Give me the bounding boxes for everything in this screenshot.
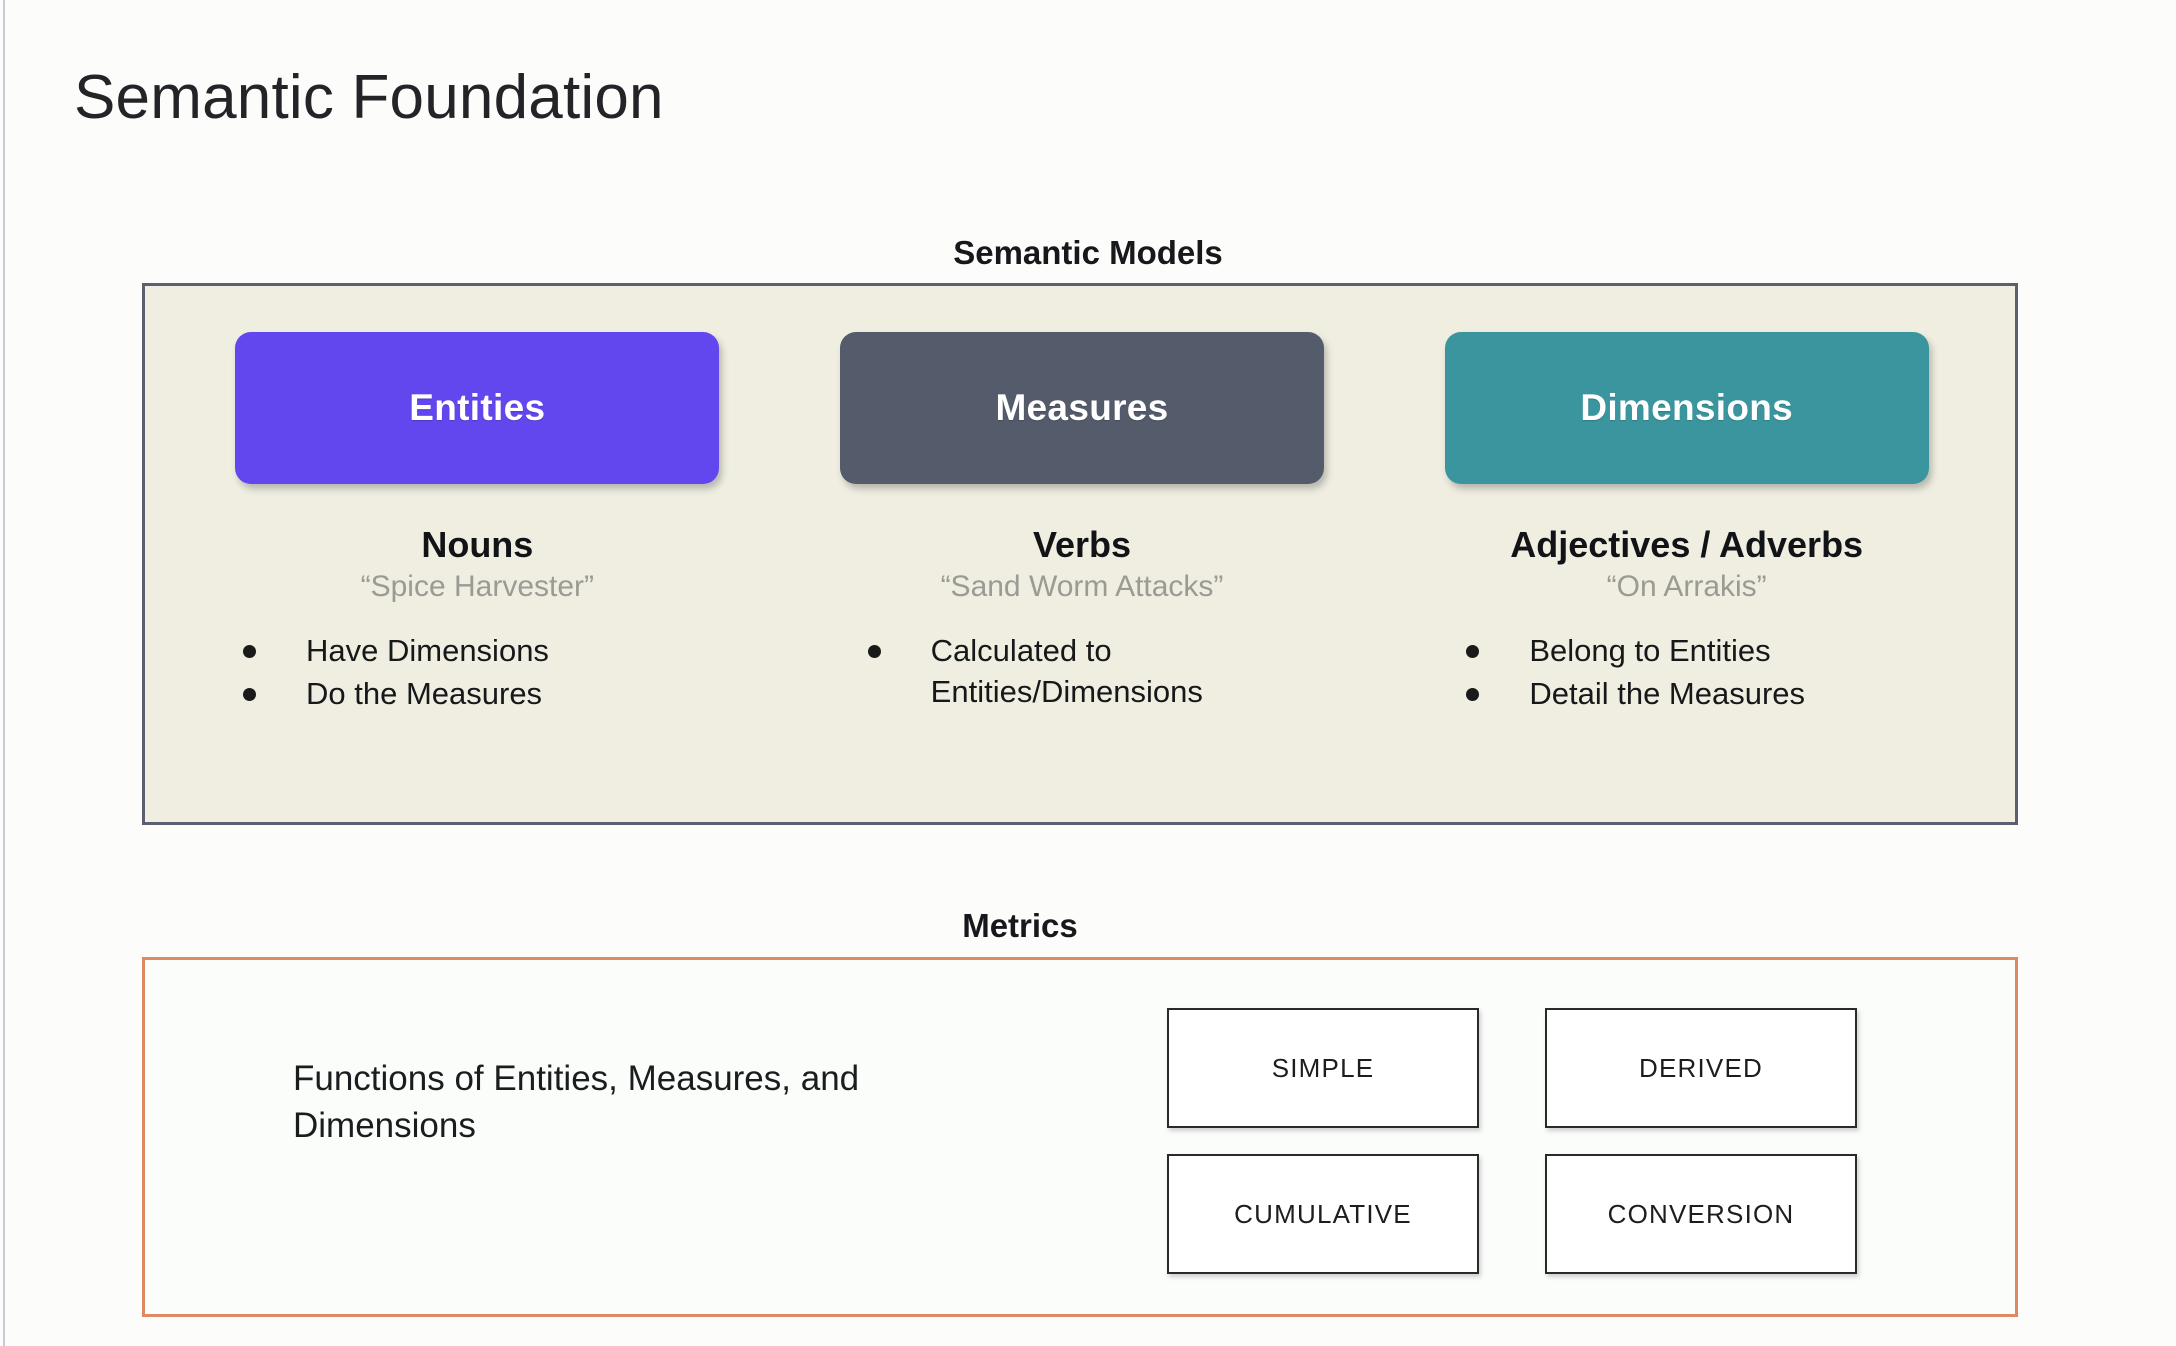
left-edge-rule (3, 0, 5, 1346)
entities-card-label: Entities (409, 387, 546, 428)
bullet-dot-icon (243, 687, 256, 701)
semantic-model-column-measures: Measures Verbs “Sand Worm Attacks” Calcu… (784, 286, 1381, 822)
entities-card[interactable]: Entities (235, 332, 720, 484)
measures-bullet-list: Calculated to Entities/Dimensions (800, 631, 1365, 715)
metrics-description: Functions of Entities, Measures, and Dim… (293, 1059, 860, 1145)
metric-type-derived[interactable]: DERIVED (1545, 1008, 1857, 1128)
page-title: Semantic Foundation (74, 63, 664, 132)
list-item: Do the Measures (243, 674, 760, 715)
metric-type-conversion[interactable]: CONVERSION (1545, 1154, 1857, 1274)
dimensions-bullet-2: Detail the Measures (1529, 675, 1806, 711)
semantic-models-panel: Entities Nouns “Spice Harvester” Have Di… (142, 283, 2018, 825)
measures-bullet-1: Calculated to Entities/Dimensions (930, 632, 1203, 709)
list-item: Belong to Entities (1466, 631, 1969, 672)
list-item: Have Dimensions (243, 631, 760, 672)
bullet-dot-icon (243, 644, 256, 658)
metric-type-simple-label: SIMPLE (1271, 1052, 1375, 1083)
dimensions-bullet-list: Belong to Entities Detail the Measures (1404, 631, 1969, 717)
metrics-type-grid: SIMPLE DERIVED CUMULATIVE CONVERSION (1167, 1008, 1857, 1274)
metric-type-derived-label: DERIVED (1639, 1052, 1763, 1083)
measures-card-label: Measures (995, 387, 1169, 428)
metric-type-conversion-label: CONVERSION (1607, 1198, 1795, 1229)
semantic-model-column-entities: Entities Nouns “Spice Harvester” Have Di… (145, 286, 784, 822)
dimensions-part-of-speech: Adjectives / Adverbs (1510, 524, 1864, 565)
measures-card[interactable]: Measures (840, 332, 1324, 484)
entities-part-of-speech: Nouns (421, 524, 534, 565)
semantic-model-column-dimensions: Dimensions Adjectives / Adverbs “On Arra… (1380, 286, 2015, 822)
dimensions-card[interactable]: Dimensions (1444, 332, 1929, 484)
bullet-dot-icon (867, 644, 881, 658)
list-item: Detail the Measures (1466, 674, 1969, 715)
dimensions-example: “On Arrakis” (1606, 569, 1767, 603)
list-item: Calculated to Entities/Dimensions (867, 631, 1365, 713)
metrics-panel: Functions of Entities, Measures, and Dim… (142, 957, 2018, 1317)
bullet-dot-icon (1466, 687, 1480, 701)
entities-bullet-list: Have Dimensions Do the Measures (195, 631, 760, 717)
metric-type-cumulative[interactable]: CUMULATIVE (1167, 1154, 1479, 1274)
entities-bullet-2: Do the Measures (306, 675, 543, 711)
semantic-models-heading: Semantic Models (953, 234, 1223, 271)
metric-type-simple[interactable]: SIMPLE (1167, 1008, 1479, 1128)
dimensions-bullet-1: Belong to Entities (1529, 632, 1771, 668)
entities-example: “Spice Harvester” (360, 569, 595, 603)
bullet-dot-icon (1466, 644, 1480, 658)
metric-type-cumulative-label: CUMULATIVE (1234, 1198, 1412, 1229)
semantic-models-columns: Entities Nouns “Spice Harvester” Have Di… (145, 286, 2015, 822)
measures-part-of-speech: Verbs (1032, 524, 1132, 565)
dimensions-card-label: Dimensions (1580, 387, 1794, 428)
metrics-heading: Metrics (962, 907, 1078, 944)
entities-bullet-1: Have Dimensions (306, 632, 549, 668)
measures-example: “Sand Worm Attacks” (940, 569, 1224, 603)
